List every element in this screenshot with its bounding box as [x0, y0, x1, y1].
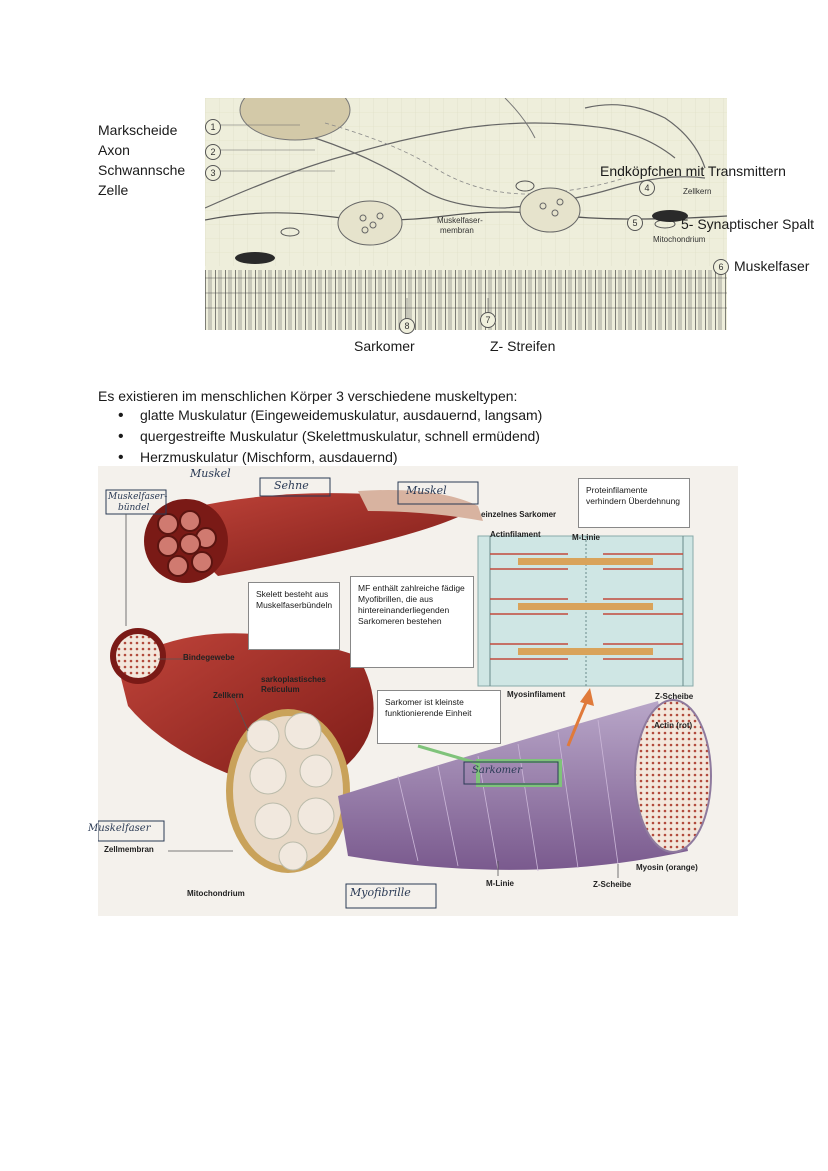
label-m-linie-top: M-Linie	[572, 533, 600, 542]
marker-6: 6	[713, 259, 729, 275]
hand-label-myofibrille: Myofibrille	[350, 886, 411, 899]
label-z-scheibe-right: Z-Scheibe	[655, 692, 694, 701]
note-mf: MF enthält zahlreiche fädige Myofibrille…	[350, 576, 474, 668]
marker-3: 3	[205, 165, 221, 181]
hand-label-muskelfaserbuendel-1: Muskelfaser-	[108, 492, 168, 502]
label-zelle: Zelle	[98, 182, 129, 198]
label-mitochondrium: Mitochondrium	[187, 889, 245, 898]
hand-label-muskelfaserbuendel-2: bündel	[118, 503, 150, 513]
synapse-illustration	[205, 98, 727, 330]
label-m-linie-bottom: M-Linie	[486, 879, 514, 888]
label-zellmembran: Zellmembran	[104, 845, 154, 854]
label-mitochondrium-small: Mitochondrium	[653, 235, 706, 244]
note-skelett: Skelett besteht aus Muskelfaserbündeln	[248, 582, 340, 650]
label-schwannsche: Schwannsche	[98, 162, 186, 178]
label-endkoepfchen: Endköpfchen mit Transmittern	[600, 163, 786, 179]
list-item: quergestreifte Muskulatur (Skelettmuskul…	[110, 426, 542, 447]
synapse-diagram	[205, 98, 727, 330]
label-actin-rot: Actin (rot)	[654, 721, 693, 730]
label-markscheide: Markscheide	[98, 122, 178, 138]
label-sr-2: Reticulum	[261, 685, 300, 694]
label-myosin-orange: Myosin (orange)	[636, 863, 698, 872]
label-bindegewebe: Bindegewebe	[183, 653, 235, 662]
label-z-streifen: Z- Streifen	[490, 338, 556, 354]
label-z-scheibe-bottom: Z-Scheibe	[593, 880, 632, 889]
label-zellkern-small: Zellkern	[683, 187, 712, 196]
muscle-illustration	[98, 477, 712, 909]
note-proteinfilamente: Proteinfilamente verhindern Überdehnung	[578, 478, 690, 528]
list-item: Herzmuskulatur (Mischform, ausdauernd)	[110, 447, 542, 468]
hand-label-muskel-top: Muskel	[190, 467, 231, 480]
hand-label-muskelfaser: Muskelfaser	[88, 823, 151, 834]
label-muskelfaser: Muskelfaser	[734, 258, 810, 274]
muscle-types-intro: Es existieren im menschlichen Körper 3 v…	[98, 388, 518, 404]
label-zellkern: Zellkern	[213, 691, 244, 700]
label-synaptischer-spalt: 5- Synaptischer Spalt	[681, 216, 815, 232]
label-einzelnes-sarkomer: einzelnes Sarkomer	[481, 510, 557, 519]
marker-2: 2	[205, 144, 221, 160]
marker-4: 4	[639, 180, 655, 196]
label-axon: Axon	[98, 142, 130, 158]
label-sarkomer: Sarkomer	[354, 338, 415, 354]
label-muskelfasermembran-2: membran	[440, 226, 474, 235]
note-sarkomer: Sarkomer ist kleinste funktionierende Ei…	[377, 690, 501, 744]
marker-1: 1	[205, 119, 221, 135]
marker-7: 7	[480, 312, 496, 328]
label-myosinfilament: Myosinfilament	[507, 690, 566, 699]
list-item: glatte Muskulatur (Eingeweidemuskulatur,…	[110, 405, 542, 426]
hand-label-muskel: Muskel	[406, 484, 447, 497]
label-muskelfasermembran-1: Muskelfaser-	[437, 216, 483, 225]
marker-8: 8	[399, 318, 415, 334]
muscle-types-list: glatte Muskulatur (Eingeweidemuskulatur,…	[110, 405, 542, 468]
hand-label-sarkomer: Sarkomer	[472, 765, 522, 776]
label-actinfilament: Actinfilament	[490, 530, 541, 539]
label-sr-1: sarkoplastisches	[261, 675, 326, 684]
hand-label-sehne: Sehne	[274, 479, 309, 492]
marker-5: 5	[627, 215, 643, 231]
